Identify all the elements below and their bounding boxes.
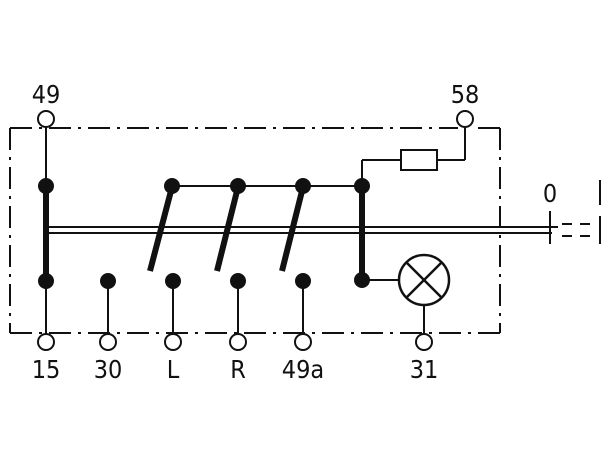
terminal-31-label: 31 xyxy=(410,355,439,384)
terminal-connectors xyxy=(37,110,474,351)
terminal-r-connector xyxy=(229,333,247,351)
terminal-31-connector xyxy=(415,333,433,351)
resistor-icon xyxy=(400,149,438,171)
terminal-30-connector xyxy=(99,333,117,351)
wiring xyxy=(45,127,466,334)
terminal-l-label: L xyxy=(167,355,180,384)
terminal-49a-connector xyxy=(294,333,312,351)
terminal-58-label: 58 xyxy=(451,80,480,109)
terminal-49-label: 49 xyxy=(32,80,61,109)
terminal-58-connector xyxy=(456,110,474,128)
indicator-lamp-icon xyxy=(397,253,451,307)
actuator-shaft xyxy=(46,226,558,234)
switch-blades xyxy=(43,186,365,280)
terminal-r-label: R xyxy=(230,355,246,384)
terminal-15-connector xyxy=(37,333,55,351)
position-marker xyxy=(549,180,601,244)
terminal-49a-label: 49a xyxy=(282,355,324,384)
position-zero-label: 0 xyxy=(543,179,557,208)
terminal-15-label: 15 xyxy=(32,355,61,384)
terminal-49-connector xyxy=(37,110,55,128)
terminal-30-label: 30 xyxy=(94,355,123,384)
housing-outline xyxy=(9,127,501,334)
blade-r xyxy=(214,186,241,272)
contact-points xyxy=(38,178,370,289)
blade-49a xyxy=(279,186,306,272)
blade-l xyxy=(147,186,175,272)
terminal-l-connector xyxy=(164,333,182,351)
